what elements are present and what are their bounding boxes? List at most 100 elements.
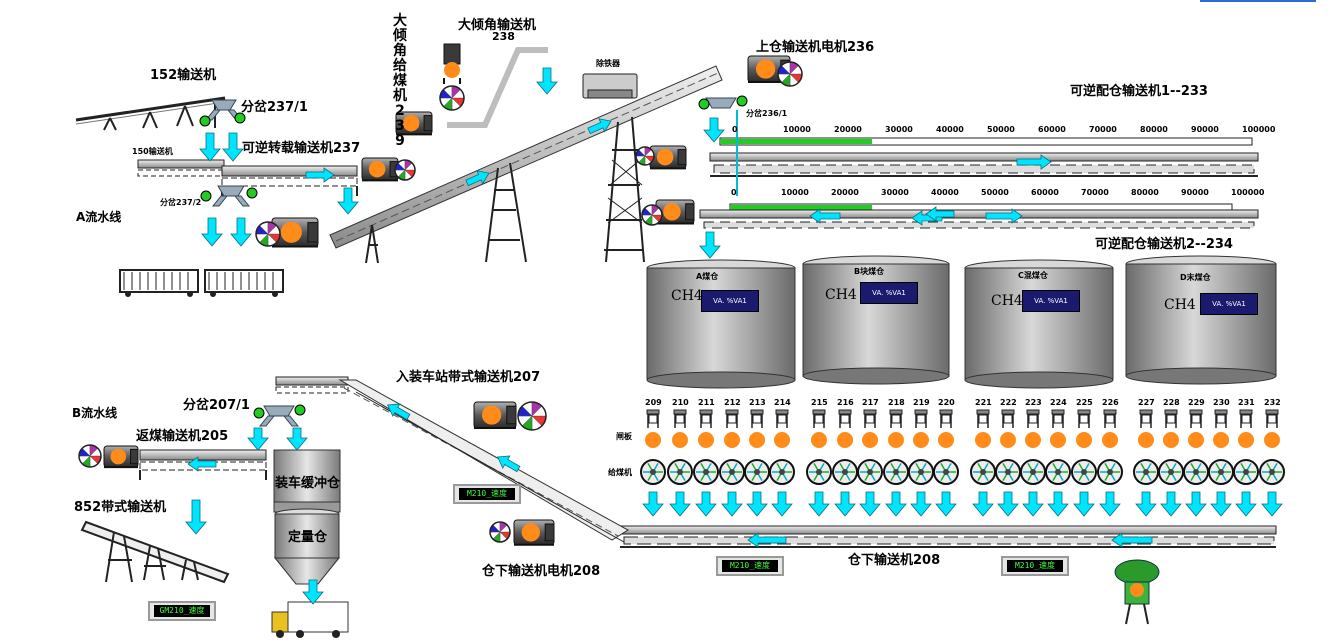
flow-arrow-down [910, 491, 932, 517]
gate-feeder-211[interactable] [693, 409, 719, 485]
label-conveyor-207: 入装车站带式输送机207 [396, 370, 541, 385]
gate-feeder-225[interactable] [1071, 409, 1097, 485]
gate-feeder-232[interactable] [1259, 409, 1285, 485]
gate-feeder-217[interactable] [857, 409, 883, 485]
flow-arrow-down [536, 67, 558, 95]
motor[interactable] [513, 519, 555, 546]
gate-feeder-210[interactable] [667, 409, 693, 485]
feeder-number: 229 [1188, 398, 1205, 407]
gate-feeder-230[interactable] [1208, 409, 1234, 485]
gate-feeder-218[interactable] [883, 409, 909, 485]
gate-feeder-221[interactable] [970, 409, 996, 485]
scale-tick: 100000 [1242, 125, 1276, 134]
label-conveyor-150: 150输送机 [132, 147, 173, 156]
label-splitter-236-1: 分岔236/1 [746, 109, 788, 118]
gate-feeder-209[interactable] [640, 409, 666, 485]
flow-arrow-left [747, 532, 787, 548]
feeder-number: 217 [862, 398, 879, 407]
flow-arrow-down [286, 427, 308, 451]
splitter-207-1[interactable] [253, 404, 306, 427]
motor[interactable] [361, 157, 399, 182]
feeder-239[interactable] [443, 43, 461, 84]
gate-feeder-223[interactable] [1020, 409, 1046, 485]
flow-arrow-down [1261, 491, 1283, 517]
indicator-wheel-icon[interactable] [641, 204, 663, 226]
flow-arrow-down [771, 491, 793, 517]
feeder-number: 211 [698, 398, 715, 407]
gate-feeder-215[interactable] [806, 409, 832, 485]
gate-feeder-222[interactable] [995, 409, 1021, 485]
silo-c[interactable] [964, 259, 1114, 389]
flow-arrow-down [859, 491, 881, 517]
feeder-number: 224 [1050, 398, 1067, 407]
label-motor-236: 上仓输送机电机236 [756, 40, 875, 55]
feeder-number: 216 [837, 398, 854, 407]
conveyor-233[interactable] [709, 137, 1259, 177]
gate-feeder-229[interactable] [1183, 409, 1209, 485]
gate-feeder-228[interactable] [1158, 409, 1184, 485]
flow-arrow-down [699, 231, 721, 259]
conveyor-207[interactable] [275, 376, 629, 543]
silo-d[interactable] [1125, 255, 1277, 385]
flow-arrow-left [925, 206, 955, 222]
silo-a[interactable] [646, 259, 796, 389]
gate-feeder-224[interactable] [1045, 409, 1071, 485]
scale-tick: 70000 [1081, 188, 1109, 197]
indicator-wheel-icon[interactable] [439, 85, 465, 111]
gate-feeder-226[interactable] [1097, 409, 1123, 485]
quantitative-bin[interactable] [273, 508, 341, 585]
flow-arrow-right [305, 167, 335, 183]
gate-feeder-212[interactable] [719, 409, 745, 485]
indicator-wheel-icon[interactable] [394, 159, 416, 181]
loading-buffer-bin[interactable] [273, 449, 341, 513]
motor[interactable] [395, 111, 433, 136]
scale-tick: 90000 [1191, 125, 1219, 134]
motor[interactable] [473, 401, 517, 430]
hoist-device[interactable] [1114, 559, 1160, 625]
indicator-wheel-icon[interactable] [489, 521, 511, 543]
gate-feeder-214[interactable] [769, 409, 795, 485]
label-238: 238 [492, 30, 515, 43]
conveyor-852[interactable] [80, 520, 230, 584]
magnetic-separator[interactable] [582, 73, 638, 99]
label-conveyor-852: 852带式输送机 [74, 500, 167, 515]
main-incline-conveyor[interactable] [329, 65, 723, 264]
gate-feeder-231[interactable] [1233, 409, 1259, 485]
motor[interactable] [655, 199, 695, 225]
gate-feeder-219[interactable] [908, 409, 934, 485]
indicator-wheel-icon[interactable] [255, 221, 281, 247]
conveyor-234[interactable] [699, 203, 1259, 229]
scale-tick: 70000 [1089, 125, 1117, 134]
gate-feeder-220[interactable] [933, 409, 959, 485]
indicator-wheel-icon[interactable] [777, 61, 803, 87]
gate-feeder-227[interactable] [1133, 409, 1159, 485]
indicator-wheel-icon[interactable] [635, 146, 655, 166]
silo-a-name: A煤仓 [696, 272, 719, 281]
motor[interactable] [271, 217, 319, 248]
label-conveyor-234: 可逆配仓输送机2--234 [1095, 237, 1233, 252]
splitter-237-1[interactable] [199, 99, 246, 127]
label-splitter-237-2: 分岔237/2 [160, 198, 202, 207]
conveyor-238[interactable] [447, 47, 548, 128]
gate-feeder-213[interactable] [744, 409, 770, 485]
speed-display-207: M210_速度 [453, 484, 521, 504]
label-conveyor-208: 仓下输送机208 [848, 553, 941, 568]
motor[interactable] [649, 145, 687, 170]
gate-feeder-216[interactable] [832, 409, 858, 485]
indicator-wheel-icon[interactable] [78, 444, 102, 468]
label-conveyor-152: 152输送机 [150, 68, 217, 83]
scale-tick: 10000 [783, 125, 811, 134]
silo-c-level: VA. %VA1 [1022, 290, 1080, 312]
speed-value: M210_速度 [459, 488, 515, 500]
splitter-237-2[interactable] [200, 185, 258, 207]
conveyor-150[interactable] [137, 159, 225, 177]
conveyor-208[interactable] [619, 525, 1277, 548]
scale-tick: 50000 [981, 188, 1009, 197]
indicator-wheel-icon[interactable] [517, 401, 547, 431]
flow-arrow-down [1099, 491, 1121, 517]
motor[interactable] [103, 445, 139, 469]
flow-arrow-down [808, 491, 830, 517]
feeder-number: 232 [1264, 398, 1281, 407]
feeder-number: 231 [1238, 398, 1255, 407]
conveyor-237[interactable] [221, 165, 358, 196]
